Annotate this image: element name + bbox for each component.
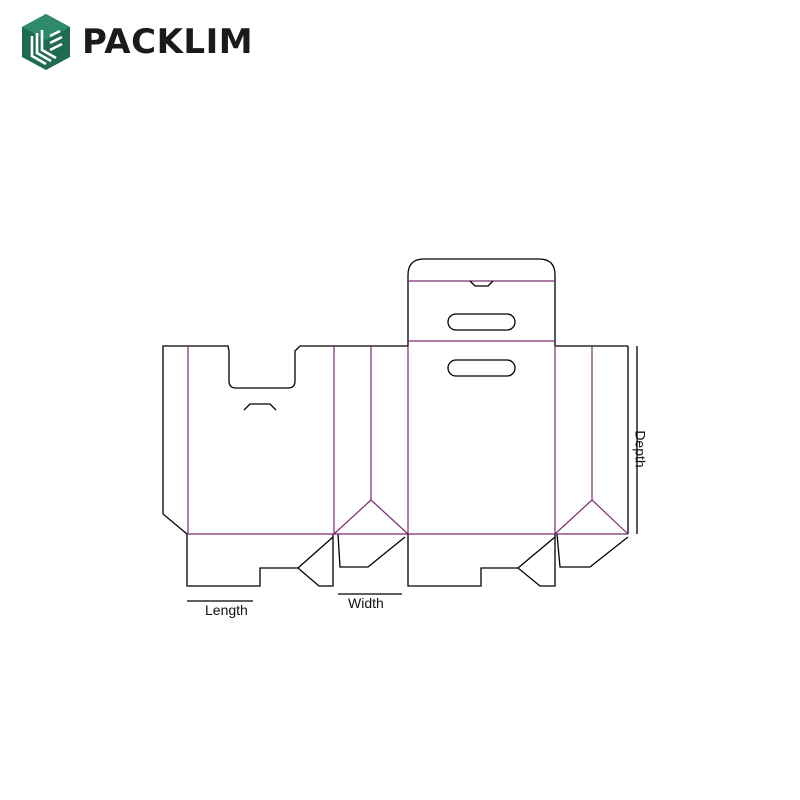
width-label: Width (348, 595, 384, 611)
bottom-flap-4 (556, 533, 629, 568)
handle-hole-lower (447, 359, 516, 377)
brand-name: PACKLIM (82, 22, 254, 62)
hexagon-box-icon (22, 14, 70, 70)
bottom-flap-2 (337, 533, 406, 568)
brand-logo: PACKLIM (20, 12, 253, 72)
fold-lines (187, 280, 629, 535)
depth-label: Depth (632, 430, 649, 468)
bottom-flap-1 (186, 534, 334, 587)
handle-tab-notch (469, 280, 494, 287)
handle-hole-upper (447, 313, 516, 331)
glue-flap-outline (162, 345, 188, 535)
bottom-flap-3 (407, 534, 556, 587)
panel-1-slot (243, 403, 277, 411)
handle-tab-outline (407, 258, 556, 346)
panel-1-top-notch (188, 345, 334, 389)
cut-lines (162, 258, 638, 602)
length-label: Length (205, 602, 248, 618)
